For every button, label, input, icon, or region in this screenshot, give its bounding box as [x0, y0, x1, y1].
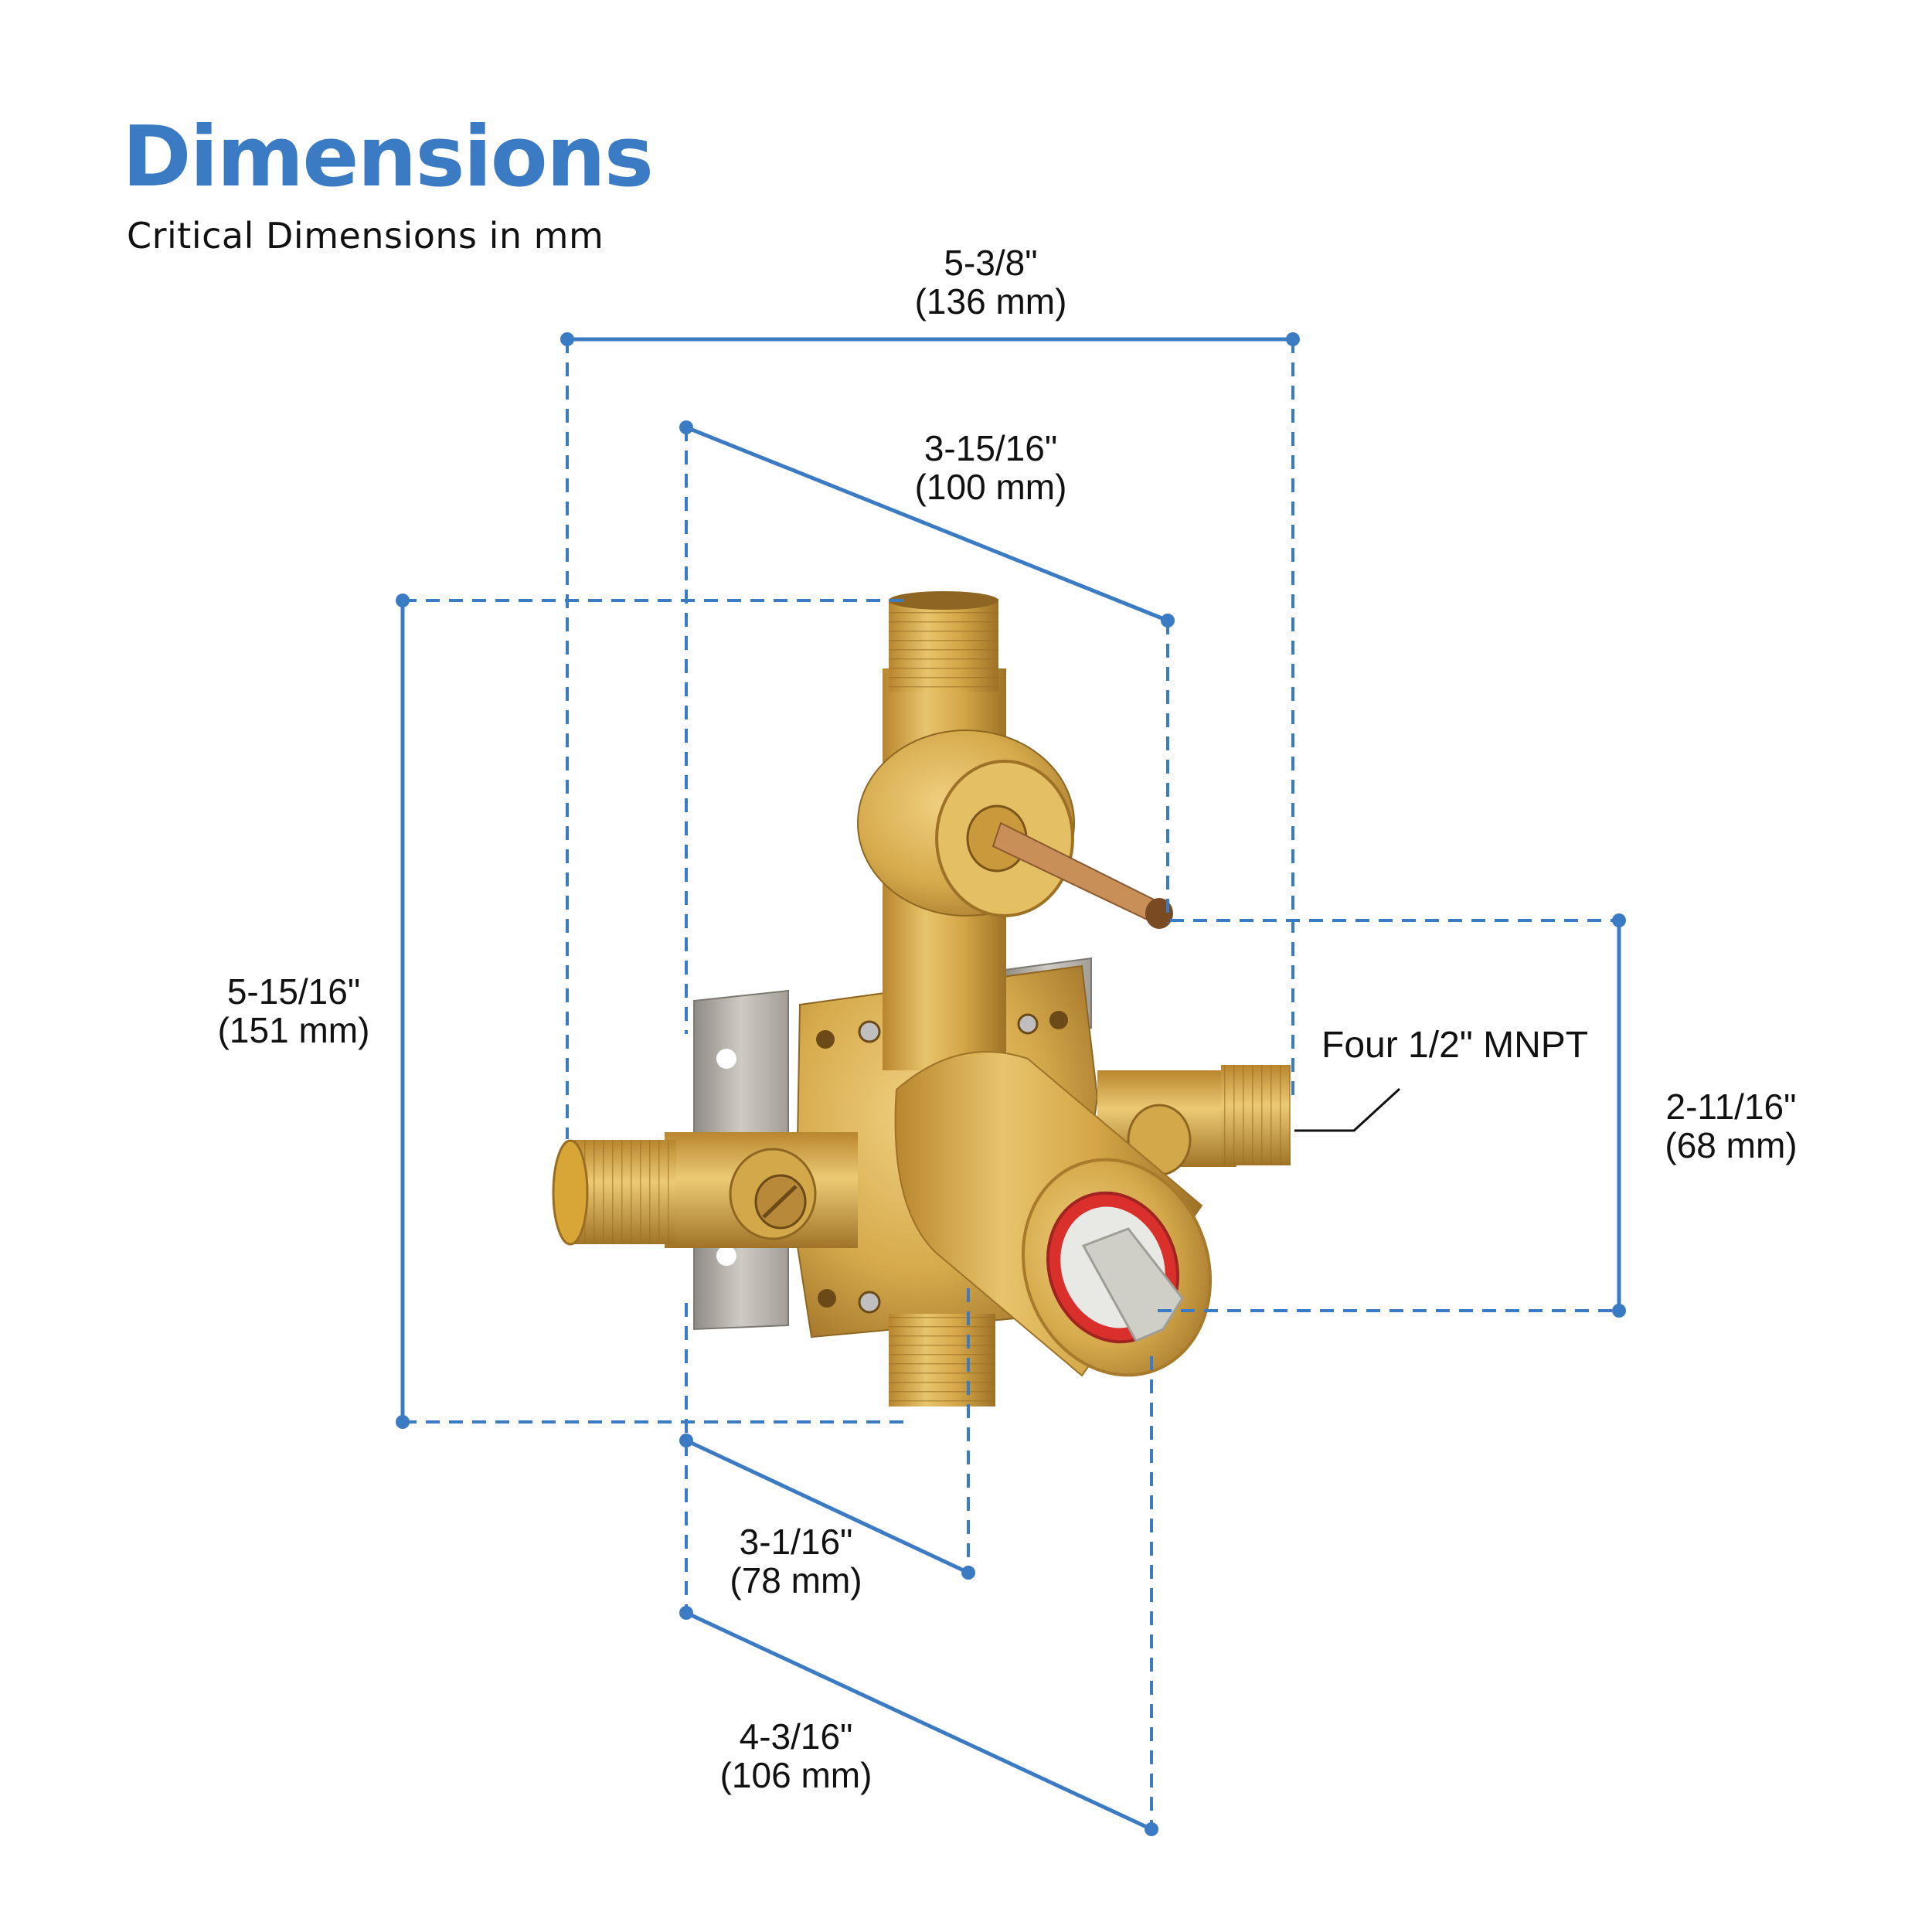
page-title: Dimensions — [122, 109, 654, 206]
label-body-depth: 3-1/16" (78 mm) — [730, 1522, 862, 1600]
dimension-endpoints — [396, 332, 1626, 1836]
label-mm: (136 mm) — [914, 281, 1067, 321]
dim-line-stem-depth — [685, 425, 1168, 623]
label-mm: (78 mm) — [730, 1560, 862, 1600]
page-subtitle: Critical Dimensions in mm — [127, 215, 604, 257]
label-mm: (151 mm) — [217, 1010, 370, 1050]
label-inches: 5-3/8" — [944, 243, 1038, 283]
label-inches: 3-1/16" — [739, 1522, 853, 1562]
label-mm: (68 mm) — [1665, 1125, 1798, 1165]
label-overall-height: 5-15/16" (151 mm) — [218, 972, 370, 1049]
label-overall-width: 5-3/8" (136 mm) — [915, 243, 1067, 321]
label-stem-spacing: 2-11/16" (68 mm) — [1665, 1087, 1797, 1165]
dim-line-cartridge-depth — [685, 1611, 1153, 1832]
label-inches: 4-3/16" — [739, 1716, 853, 1757]
dimension-lines — [400, 337, 1621, 1832]
label-stem-depth: 3-15/16" (100 mm) — [915, 429, 1067, 506]
cartridge-stem — [1081, 1227, 1184, 1342]
cartridge-housing — [894, 1051, 1213, 1377]
mnpt-callout: Four 1/2" MNPT — [1321, 1025, 1589, 1066]
label-mm: (100 mm) — [914, 467, 1067, 507]
label-inches: 3-15/16" — [923, 428, 1058, 468]
label-inches: 5-15/16" — [226, 971, 361, 1012]
label-cartridge-depth: 4-3/16" (106 mm) — [720, 1717, 872, 1794]
label-mm: (106 mm) — [719, 1755, 872, 1795]
valve-illustration — [552, 591, 1291, 1406]
label-inches: 2-11/16" — [1665, 1087, 1797, 1127]
mnpt-leader-line — [1294, 1087, 1401, 1132]
dim-line-body-depth — [685, 1438, 970, 1575]
